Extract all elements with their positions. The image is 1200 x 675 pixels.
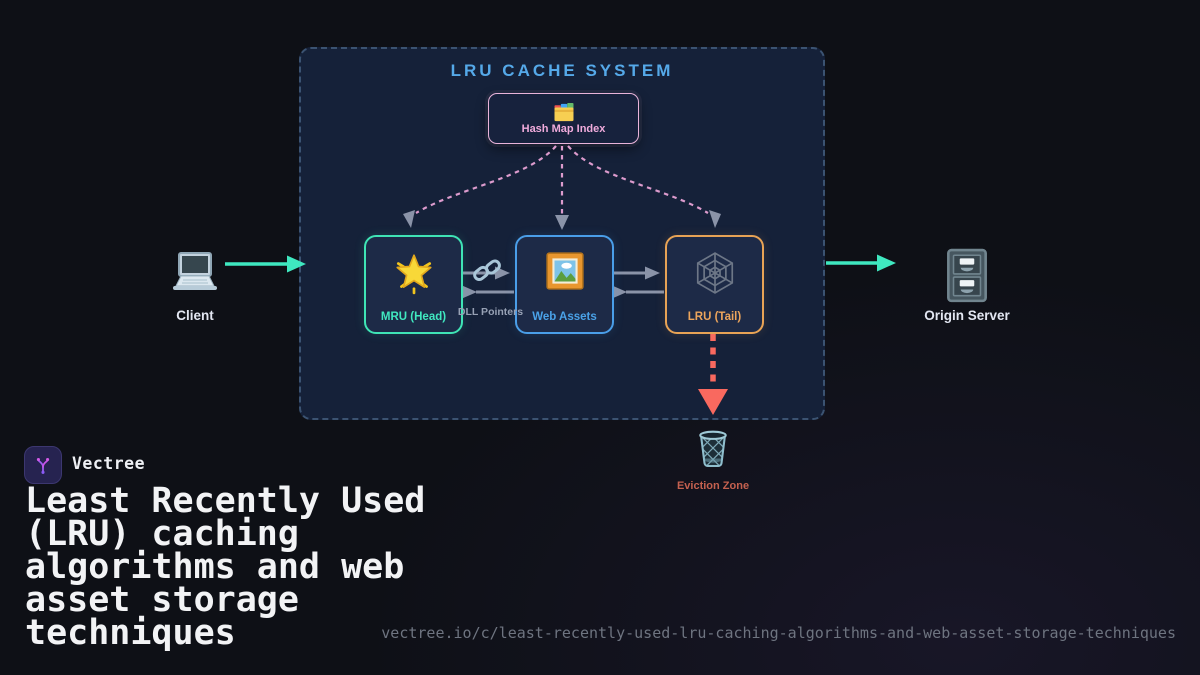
brand-name: Vectree	[72, 454, 146, 473]
dll-pointers-label: DLL Pointers	[457, 306, 524, 318]
star-icon	[391, 250, 437, 296]
web-assets-label: Web Assets	[532, 311, 597, 323]
hash-map-index-box: Hash Map Index	[488, 93, 639, 144]
page-title: Least Recently Used (LRU) caching algori…	[25, 481, 426, 653]
hash-map-index-label: Hash Map Index	[521, 122, 606, 135]
spider-web-icon	[692, 250, 738, 296]
framed-picture-icon	[544, 250, 586, 292]
client-label: Client	[176, 308, 214, 323]
web-assets-node: Web Assets	[515, 235, 614, 334]
permalink-url: vectree.io/c/least-recently-used-lru-cac…	[381, 624, 1176, 642]
eviction-zone-label: Eviction Zone	[676, 480, 750, 492]
mru-head-label: MRU (Head)	[380, 311, 447, 323]
cache-system-title: LRU CACHE SYSTEM	[450, 61, 674, 80]
wastebasket-icon	[696, 429, 730, 469]
lru-tail-node: LRU (Tail)	[665, 235, 764, 334]
chain-link-icon	[472, 256, 502, 284]
lru-tail-label: LRU (Tail)	[687, 311, 742, 323]
mru-head-node: MRU (Head)	[364, 235, 463, 334]
vectree-logo	[24, 446, 62, 484]
branch-tree-icon	[32, 454, 54, 476]
card-index-icon	[553, 102, 575, 122]
cache-to-origin-arrow	[826, 254, 896, 272]
laptop-icon	[169, 251, 221, 293]
client-to-cache-arrow	[225, 255, 306, 273]
origin-server-label: Origin Server	[924, 308, 1010, 323]
file-cabinet-icon	[944, 248, 990, 304]
